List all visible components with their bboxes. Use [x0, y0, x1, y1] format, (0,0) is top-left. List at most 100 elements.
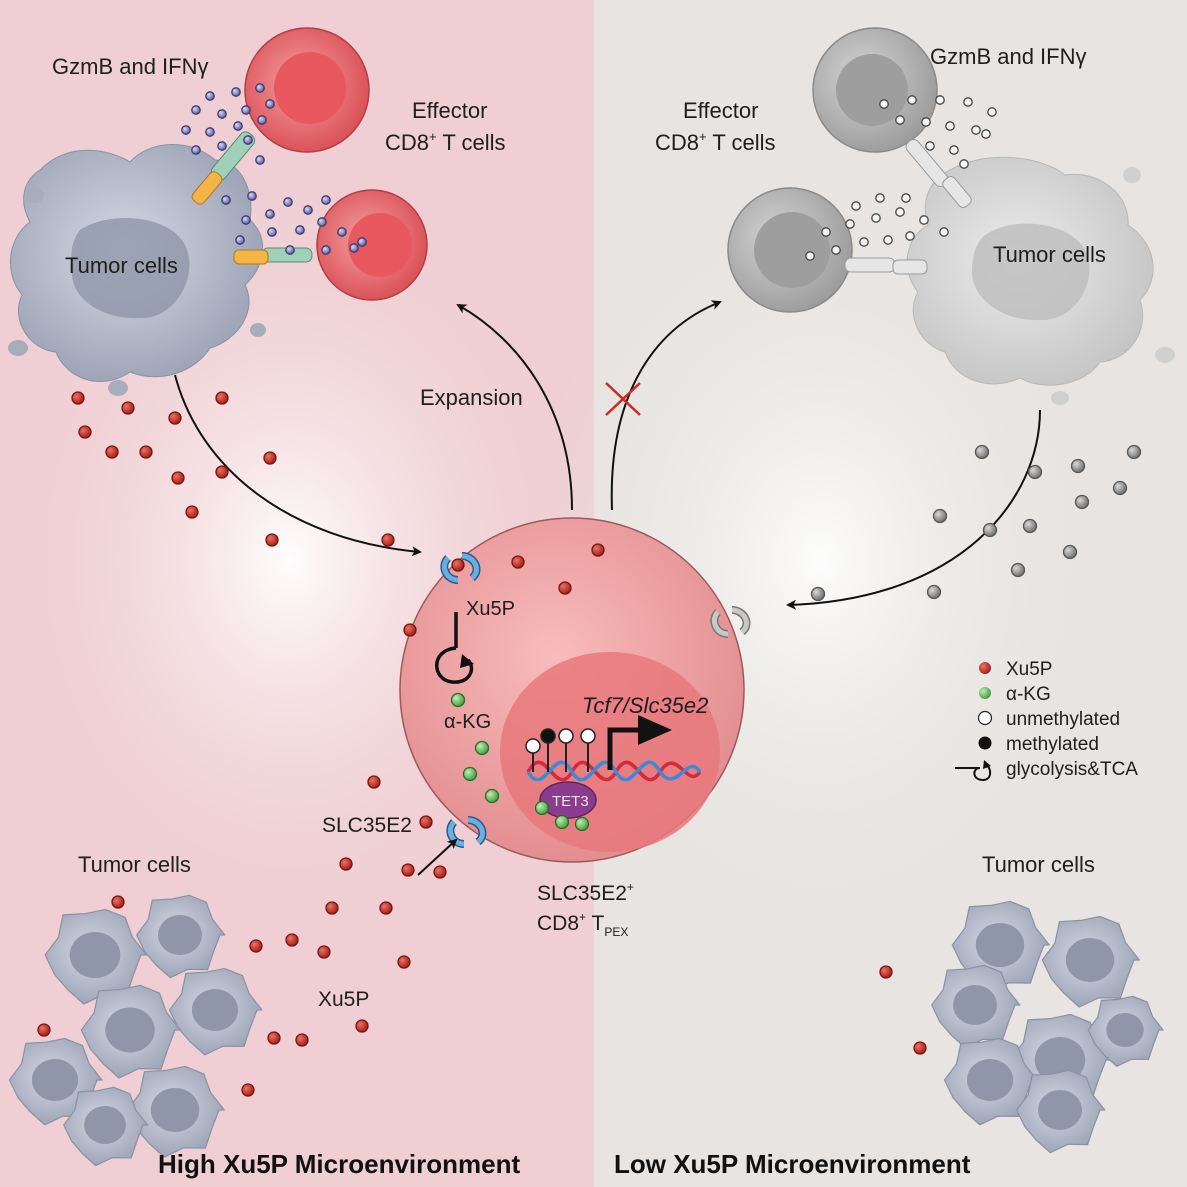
tumor-cells-label-bottom-right: Tumor cells — [982, 852, 1095, 877]
unmethylated-marker — [558, 728, 574, 744]
xu5p-dot — [295, 1033, 309, 1047]
xu5p-dot — [591, 543, 605, 557]
unmethylated-marker — [580, 728, 596, 744]
gzmb-ifng-granule-gray — [879, 99, 889, 109]
gray-xu5p-dot — [1074, 494, 1090, 510]
tcr-mhc-complex-middle — [233, 247, 313, 265]
legend-xu5p-swatch — [979, 662, 991, 674]
tumor-nucleus — [158, 915, 202, 955]
effector-t-cell-middle — [316, 189, 428, 301]
xu5p-dot — [249, 939, 263, 953]
gzmb-ifng-granule — [295, 225, 305, 235]
gray-xu5p-dot — [1027, 464, 1043, 480]
gzmb-ifng-granule — [357, 237, 367, 247]
gzmb-ifng-granule — [205, 91, 215, 101]
xu5p-dot — [381, 533, 395, 547]
gray-xu5p-dot — [1070, 458, 1086, 474]
gzmb-ifng-granule — [181, 125, 191, 135]
effector-cd8-label-left: CD8+ T cells — [385, 129, 506, 155]
xu5p-dot — [397, 955, 411, 969]
xu5p-dot — [139, 445, 153, 459]
gzmb-ifng-granule-gray — [901, 193, 911, 203]
dna-strands — [526, 760, 702, 782]
arrow-low-xu5p-to-tpex — [786, 409, 1041, 610]
arrow-blocked-expansion — [610, 300, 722, 511]
legend-glycolysis-symbol — [955, 760, 992, 782]
gzmb-ifng-granule-gray — [859, 237, 869, 247]
gzmb-ifng-granule — [283, 197, 293, 207]
xu5p-dot — [241, 1083, 255, 1097]
gzmb-ifng-granule — [349, 243, 359, 253]
akg-dot — [474, 740, 490, 756]
gzmb-ifng-granule-gray — [875, 193, 885, 203]
xu5p-dot — [511, 555, 525, 569]
gray-xu5p-dot — [1022, 518, 1038, 534]
gzmb-ifng-granule-gray — [831, 245, 841, 255]
akg-dot — [462, 766, 478, 782]
xu5p-dot — [37, 1023, 51, 1037]
legend-glycolysis: glycolysis&TCA — [1006, 759, 1138, 780]
gzmb-ifng-granule — [317, 217, 327, 227]
gzmb-ifng-granule-gray — [883, 235, 893, 245]
gzmb-ifng-granule — [231, 87, 241, 97]
legend-unmethylated: unmethylated — [1006, 709, 1120, 730]
gzmb-ifng-granule — [247, 191, 257, 201]
tumor-cells-label-top-left: Tumor cells — [65, 253, 178, 278]
tumor-nucleus — [1106, 1013, 1144, 1047]
gzmb-ifng-granule-gray — [851, 201, 861, 211]
legend-methylated-swatch — [978, 736, 992, 750]
xu5p-dot — [317, 945, 331, 959]
gzmb-ifng-granule-gray — [895, 115, 905, 125]
inhibition-cross — [605, 382, 641, 416]
tet3-label: TET3 — [552, 793, 589, 810]
gzmb-ifng-granule-gray — [971, 125, 981, 135]
tumor-nucleus — [105, 1007, 155, 1053]
gzmb-ifng-granule-gray — [921, 117, 931, 127]
gzmb-ifng-granule — [241, 215, 251, 225]
tumor-cells-label-top-right: Tumor cells — [993, 242, 1106, 267]
gray-xu5p-dot — [932, 508, 948, 524]
tumor-nucleus — [84, 1106, 126, 1144]
gzmb-ifng-granule — [255, 83, 265, 93]
gzmb-ifng-granule — [265, 99, 275, 109]
tcr-mhc-complex-top — [191, 131, 256, 205]
legend: Xu5P α-KG unmethylated methylated glycol… — [955, 659, 1138, 782]
gray-receptor-complexes — [844, 139, 972, 275]
tumor-nucleus — [975, 923, 1025, 967]
tumor-nucleus — [150, 1088, 200, 1132]
slc35e2-transporter-bottom — [446, 816, 487, 848]
xu5p-dot — [451, 558, 465, 572]
xu5p-dot — [379, 901, 393, 915]
legend-xu5p: Xu5P — [1006, 659, 1052, 680]
tumor-nucleus — [966, 1059, 1014, 1101]
gzmb-ifng-granule-gray — [919, 215, 929, 225]
gzmb-ifng-granule — [265, 209, 275, 219]
gray-t-cell-middle — [727, 187, 853, 313]
gzmb-ifng-granule — [337, 227, 347, 237]
gzmb-ifng-granule — [255, 155, 265, 165]
effector-t-cell-top — [244, 27, 370, 153]
xu5p-dot — [267, 1031, 281, 1045]
gzmb-ifng-granule-gray — [981, 129, 991, 139]
legend-unmethylated-swatch — [977, 710, 993, 726]
gzmb-ifng-label-left: GzmB and IFNγ — [52, 54, 208, 79]
effector-cd8-label-right: CD8+ T cells — [655, 129, 776, 155]
legend-methylated: methylated — [1006, 734, 1099, 755]
gzmb-ifng-granule-gray — [935, 95, 945, 105]
xu5p-dot — [168, 411, 182, 425]
molecule-dots — [37, 83, 1142, 1097]
gzmb-ifng-granule-gray — [907, 95, 917, 105]
arrow-expansion — [456, 304, 573, 511]
methylated-marker — [540, 728, 556, 744]
gzmb-ifng-granule — [191, 105, 201, 115]
xu5p-dot — [401, 863, 415, 877]
arrow-xu5p-to-tpex — [174, 374, 422, 557]
xu5p-dot — [78, 425, 92, 439]
gzmb-ifng-granule-gray — [925, 141, 935, 151]
gray-xu5p-dot — [1126, 444, 1142, 460]
gzmb-ifng-granule-gray — [949, 145, 959, 155]
tumor-nucleus — [953, 985, 997, 1025]
effector-label-right: Effector — [683, 98, 758, 123]
xu5p-dot — [355, 1019, 369, 1033]
